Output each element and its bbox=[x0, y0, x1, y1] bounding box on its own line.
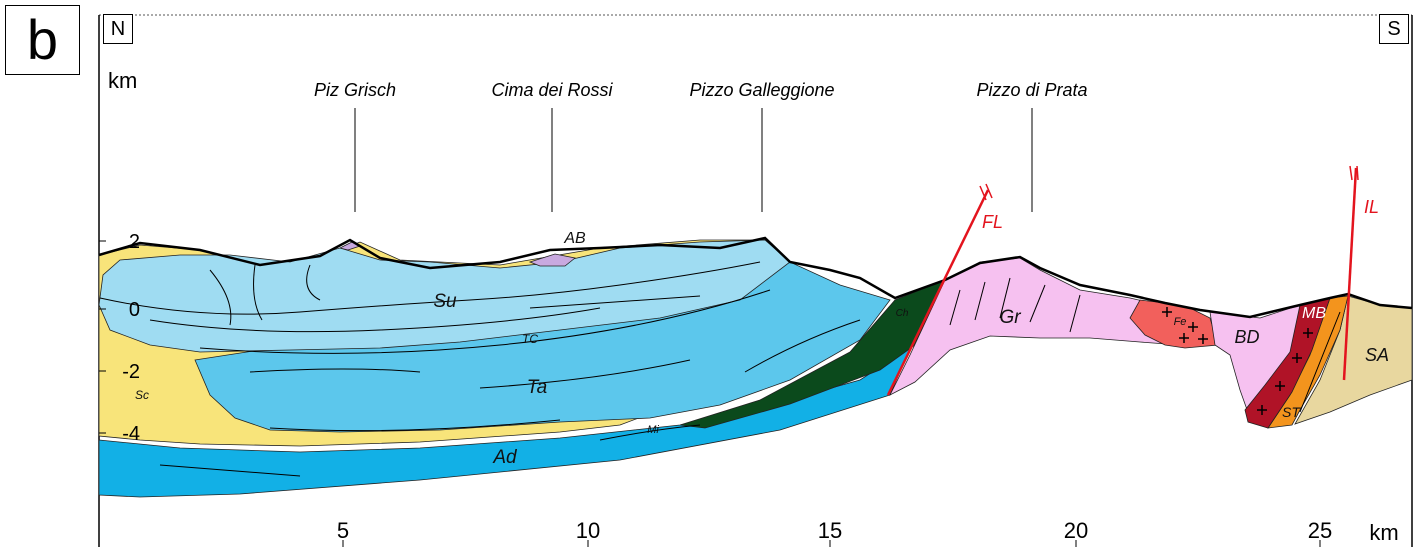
sa-foliation-1 bbox=[1299, 311, 1341, 413]
fold-line-8 bbox=[529, 295, 701, 309]
north-label: N bbox=[110, 17, 126, 40]
unit-label-ad: Ad bbox=[492, 447, 518, 468]
fault-line-fl bbox=[886, 189, 990, 396]
vertical-axis-unit: km bbox=[108, 68, 137, 93]
horizontal-tick-label: 15 bbox=[818, 518, 842, 543]
unit-label-mi: Mi bbox=[647, 424, 659, 436]
horizontal-tick-label: 10 bbox=[576, 518, 600, 543]
vertical-tick-label: -2 bbox=[122, 361, 140, 383]
unit-label-tc: TC bbox=[522, 332, 538, 346]
fold-line-6 bbox=[159, 464, 301, 477]
unit-label-sa: SA bbox=[1365, 345, 1389, 365]
fold-line-1 bbox=[99, 261, 761, 315]
fold-line-7 bbox=[599, 424, 701, 441]
gr-foliation-3 bbox=[999, 277, 1011, 319]
panel-label: b bbox=[26, 8, 59, 71]
vertical-tick-label: 0 bbox=[129, 299, 140, 321]
north-label-box: N bbox=[103, 14, 133, 44]
horizontal-tick-label: 5 bbox=[337, 518, 349, 543]
structure-lines bbox=[99, 261, 1341, 477]
unit-label-mb: MB bbox=[1302, 305, 1326, 322]
recumbent-fold-2 bbox=[253, 264, 263, 321]
fault-line-il bbox=[1342, 167, 1358, 381]
horizontal-tick-label: 25 bbox=[1308, 518, 1332, 543]
unit-label-ch: Ch bbox=[896, 308, 909, 319]
recumbent-fold-3 bbox=[306, 264, 321, 301]
peak-label: Pizzo Galleggione bbox=[689, 80, 834, 100]
fault-arrow-il bbox=[1356, 165, 1359, 181]
fault-arrow-fl bbox=[979, 185, 987, 201]
peak-label: Cima dei Rossi bbox=[491, 80, 613, 100]
fault-label-fl: FL bbox=[982, 212, 1003, 232]
gr-foliation-4 bbox=[1029, 284, 1046, 323]
vertical-tick-label: 2 bbox=[129, 231, 140, 253]
horizontal-axis-unit: km bbox=[1369, 520, 1398, 545]
tc-boundary bbox=[199, 289, 771, 354]
unit-label-fe: Fe bbox=[1174, 316, 1187, 328]
south-label-box: S bbox=[1379, 14, 1409, 44]
gr-foliation-5 bbox=[1069, 294, 1081, 333]
gr-foliation-2 bbox=[974, 281, 986, 321]
unit-label-bd: BD bbox=[1234, 327, 1259, 347]
fold-line-2 bbox=[149, 307, 601, 333]
unit-label-gr: Gr bbox=[999, 307, 1021, 328]
recumbent-fold-1 bbox=[209, 269, 232, 326]
fault-arrow-fl bbox=[985, 183, 993, 199]
fault-label-il: IL bbox=[1364, 197, 1379, 217]
fold-line-5 bbox=[269, 419, 561, 432]
unit-label-su: Su bbox=[433, 291, 457, 312]
fold-line-9 bbox=[744, 319, 861, 373]
unit-label-ta: Ta bbox=[527, 377, 547, 398]
fold-line-4 bbox=[479, 359, 691, 389]
horizontal-tick-label: 20 bbox=[1064, 518, 1088, 543]
peak-label: Piz Grisch bbox=[314, 80, 396, 100]
fold-line-3 bbox=[249, 368, 421, 373]
peak-label: Pizzo di Prata bbox=[976, 80, 1087, 100]
vertical-tick-label: -4 bbox=[122, 423, 140, 445]
fault-arrow-il bbox=[1349, 165, 1353, 181]
unit-label-ab: AB bbox=[563, 230, 586, 247]
unit-label-st: ST bbox=[1282, 404, 1301, 420]
unit-label-sc: Sc bbox=[135, 388, 149, 402]
topographic-surface bbox=[98, 236, 1413, 319]
gr-foliation-1 bbox=[949, 289, 961, 326]
south-label: S bbox=[1387, 17, 1401, 40]
panel-label-box: b bbox=[5, 5, 80, 75]
